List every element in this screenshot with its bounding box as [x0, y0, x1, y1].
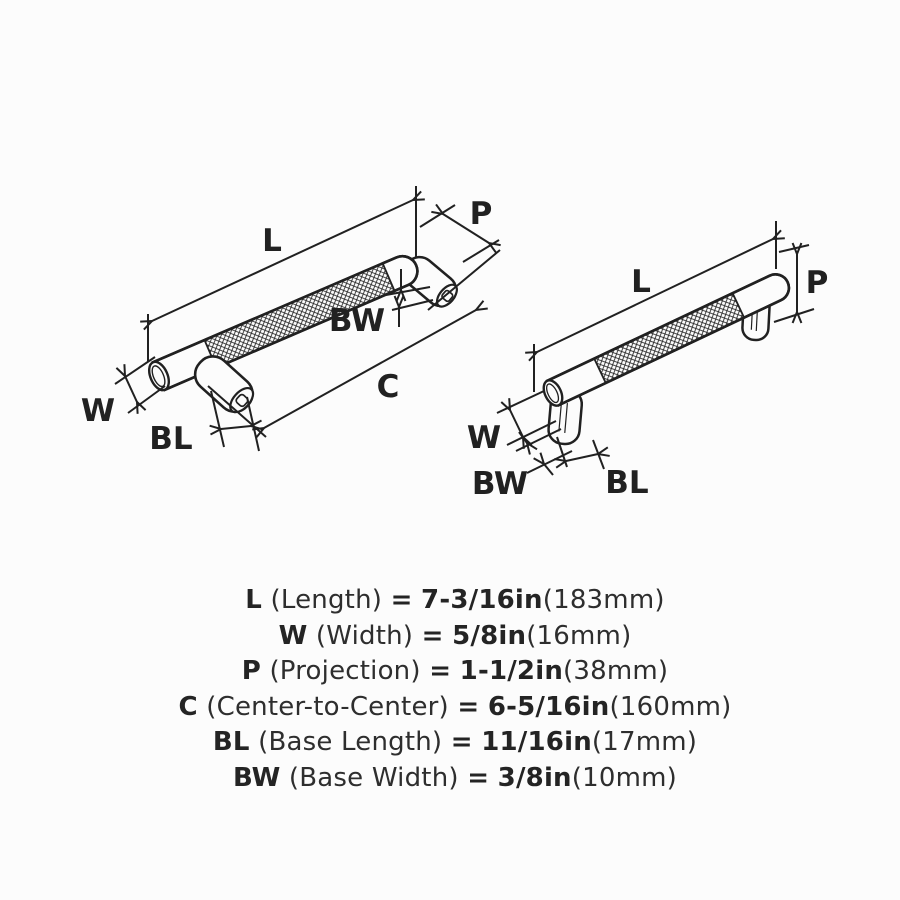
- dimension-label-W: W: [467, 420, 501, 456]
- mounting-post-left: [193, 355, 255, 414]
- handle-drawing-side: L P W BW: [467, 221, 828, 502]
- legend-metric: (17mm): [591, 727, 698, 757]
- knurled-grip: [594, 293, 745, 383]
- witness-line: [515, 428, 562, 452]
- dimension-label-BW: BW: [472, 466, 528, 502]
- legend-name: (Center-to-Center): [206, 691, 449, 722]
- dimension-W: W: [81, 356, 166, 429]
- witness-line: [419, 204, 456, 228]
- legend-value: 6-5/16in: [487, 691, 610, 722]
- legend-equals: =: [429, 656, 452, 686]
- legend-metric: (38mm): [563, 656, 669, 686]
- witness-line: [496, 390, 545, 414]
- handle-drawing-perspective: L P BW C: [81, 186, 500, 457]
- witness-line: [462, 239, 500, 263]
- dimension-label-P: P: [806, 265, 829, 301]
- legend-equals: =: [421, 620, 444, 651]
- bar-end-face: [542, 379, 564, 407]
- legend-name: (Base Length): [258, 727, 443, 757]
- dimension-label-L: L: [262, 223, 282, 259]
- legend-value: 1-1/2in: [459, 656, 564, 686]
- legend-line-base-width: BW (Base Width) = 3/8in(10mm): [0, 761, 900, 797]
- legend-name: (Width): [315, 620, 414, 651]
- arrow-to-base: [544, 464, 554, 476]
- dimension-label-C: C: [377, 369, 400, 405]
- legend-line-width: W (Width) = 5/8in(16mm): [0, 619, 900, 655]
- legend-metric: (16mm): [526, 620, 632, 651]
- legend-line-projection: P (Projection) = 1-1/2in(38mm): [0, 654, 900, 690]
- legend-equals: =: [457, 691, 480, 722]
- legend-equals: =: [390, 585, 413, 615]
- dimension-label-BL: BL: [149, 421, 192, 457]
- dimension-label-P: P: [470, 196, 493, 232]
- screw-slot: [235, 393, 249, 408]
- dimension-legend: L (Length) = 7-3/16in(183mm) W (Width) =…: [0, 583, 900, 796]
- legend-symbol: BW: [232, 762, 281, 793]
- knurl-edge: [593, 358, 607, 384]
- dimension-L: L: [534, 221, 776, 392]
- legend-symbol: W: [278, 620, 308, 651]
- dimension-label-BW: BW: [329, 303, 385, 339]
- legend-line-base-length: BL (Base Length) = 11/16in(17mm): [0, 725, 900, 761]
- legend-value: 11/16in: [481, 727, 592, 757]
- witness-line: [246, 396, 260, 452]
- dimension-line: [566, 454, 598, 461]
- dimension-label-BL: BL: [605, 465, 648, 501]
- legend-line-center-to-center: C (Center-to-Center) = 6-5/16in(160mm): [0, 690, 900, 726]
- legend-symbol: BL: [212, 727, 250, 757]
- dimension-P: P: [773, 244, 829, 323]
- legend-line-length: L (Length) = 7-3/16in(183mm): [0, 583, 900, 619]
- legend-value: 3/8in: [497, 762, 572, 793]
- legend-symbol: L: [245, 585, 263, 615]
- dimension-line: [221, 426, 251, 429]
- dimension-line: [443, 214, 489, 243]
- legend-value: 7-3/16in: [421, 585, 543, 615]
- dimension-line: [537, 239, 773, 352]
- post-highlight: [564, 403, 568, 433]
- dimension-BL: BL: [149, 390, 260, 457]
- dimension-L: L: [148, 186, 416, 362]
- dimension-line: [125, 376, 137, 402]
- legend-name: (Base Width): [288, 762, 459, 793]
- witness-line: [778, 244, 810, 253]
- dimension-line: [152, 200, 413, 321]
- dimension-label-L: L: [631, 264, 651, 300]
- dimension-W: W: [467, 390, 557, 456]
- legend-metric: (160mm): [609, 691, 732, 722]
- dimension-P: P: [419, 196, 500, 263]
- legend-name: (Projection): [269, 656, 421, 686]
- legend-name: (Length): [270, 585, 383, 615]
- legend-value: 5/8in: [452, 620, 527, 651]
- legend-metric: (10mm): [571, 762, 678, 793]
- witness-line: [210, 390, 225, 448]
- legend-equals: =: [450, 727, 473, 757]
- legend-symbol: C: [178, 691, 198, 722]
- legend-symbol: P: [241, 656, 261, 686]
- bar-end-rim: [545, 383, 560, 404]
- dimension-line: [510, 410, 523, 437]
- witness-line: [385, 286, 431, 296]
- dimension-label-W: W: [81, 393, 115, 429]
- legend-metric: (183mm): [542, 585, 665, 615]
- witness-line: [427, 249, 501, 311]
- dimension-line: [264, 310, 476, 428]
- post-highlight: [558, 401, 563, 432]
- dimension-BL: BL: [557, 436, 649, 501]
- arrow-to-base: [518, 431, 527, 443]
- witness-line: [127, 385, 166, 414]
- legend-equals: =: [467, 762, 490, 793]
- witness-line: [773, 308, 815, 323]
- dimension-BW: BW: [472, 428, 573, 502]
- post-end-face: [229, 386, 255, 414]
- bar-end-face: [147, 360, 171, 392]
